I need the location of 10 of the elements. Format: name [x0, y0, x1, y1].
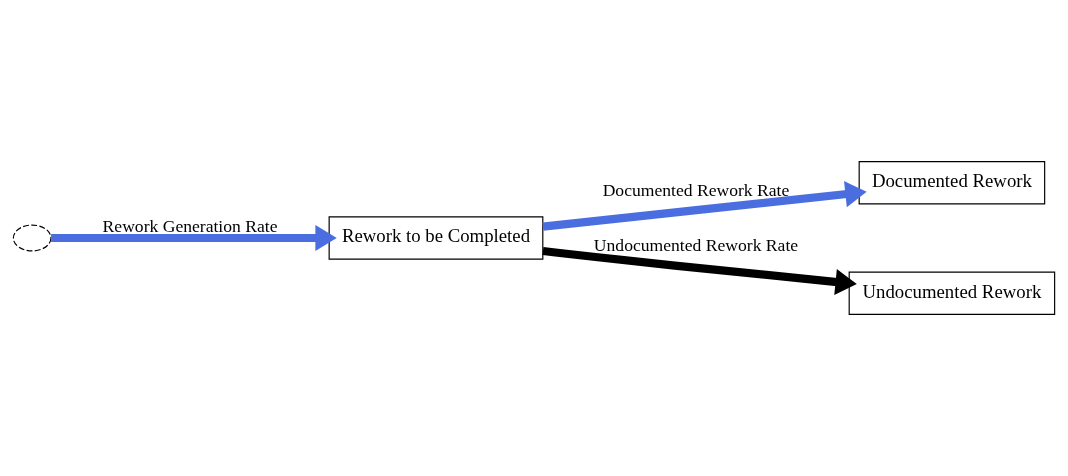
arrow	[51, 224, 337, 252]
node-cloud	[12, 224, 52, 252]
edge-label: Undocumented Rework Rate	[593, 234, 799, 255]
edge-label: Documented Rework Rate	[602, 179, 790, 200]
edge-label: Rework Generation Rate	[102, 216, 278, 237]
node-box: Undocumented Rework	[848, 271, 1056, 315]
node-box: Rework to be Completed	[328, 216, 544, 260]
arrow	[542, 246, 857, 295]
node-box: Documented Rework	[858, 161, 1046, 205]
arrow	[542, 181, 867, 231]
